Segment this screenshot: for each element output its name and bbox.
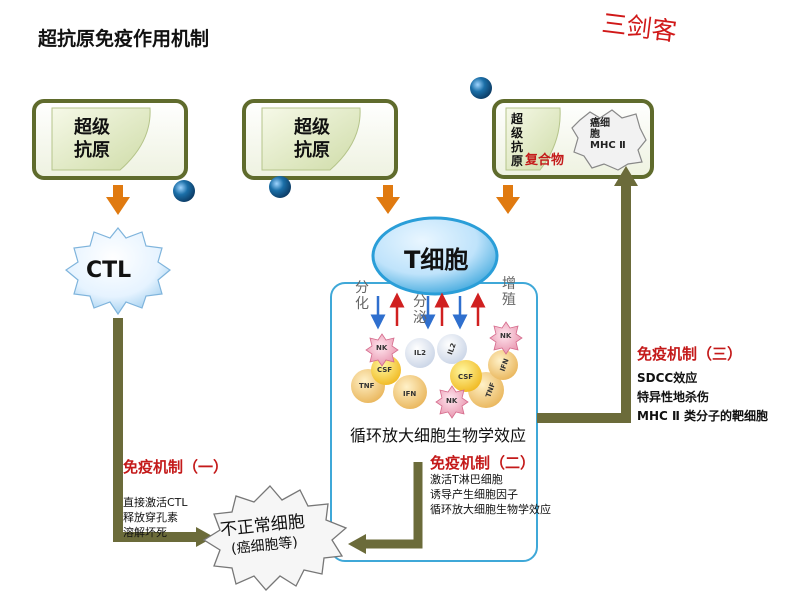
superantigen-1-line2: 抗原 <box>74 140 110 161</box>
mechanism-3-items: SDCC效应 特异性地杀伤 MHC Ⅱ 类分子的靶细胞 <box>637 369 768 426</box>
mechanism2-to-target-path <box>364 462 423 549</box>
complex-superantigen-label: 超 级 抗 <box>511 112 523 154</box>
mechanism-3-item-2: 特异性地杀伤 <box>637 390 710 404</box>
nk-cell-2 <box>489 321 523 355</box>
cytokine-csf-2: CSF <box>458 373 474 381</box>
mechanism3-path <box>537 180 631 423</box>
cytokine-nk-3: NK <box>446 397 458 405</box>
mechanism-2-item-2: 诱导产生细胞因子 <box>430 488 518 501</box>
cytokine-il2-1: IL2 <box>414 349 426 357</box>
superantigen-1-line1: 超级 <box>74 117 110 138</box>
mechanism-3-item-3: MHC Ⅱ 类分子的靶细胞 <box>637 409 769 423</box>
ctl-cell <box>64 227 172 316</box>
complex-sa-last: 原 <box>511 154 524 168</box>
cytokine-cell-il2-2 <box>437 334 467 364</box>
mechanism-1-items: 直接激活CTL 释放穿孔素 溶解坏死 <box>123 495 188 540</box>
mechanism-2-items: 激活T淋巴细胞 诱导产生细胞因子 循环放大细胞生物学效应 <box>430 472 551 517</box>
superantigen-2-line2: 抗原 <box>294 140 330 161</box>
cytokine-nk-1: NK <box>376 344 388 352</box>
superantigen-label-2: 超级 抗原 <box>294 116 330 162</box>
antigen-ball-1 <box>173 180 195 202</box>
mechanism-2-item-1: 激活T淋巴细胞 <box>430 473 503 486</box>
cytokine-tnf-1: TNF <box>359 382 375 390</box>
ctl-path-arrowhead <box>196 527 214 547</box>
mechanism3-arrowhead <box>614 166 638 186</box>
cytokine-cell-csf-1 <box>371 355 401 385</box>
cytokine-csf-1: CSF <box>377 366 393 374</box>
complex-label: 复合物 <box>525 153 565 168</box>
superantigen-label-1: 超级 抗原 <box>74 116 110 162</box>
mhc-line-2: 胞 <box>590 129 600 140</box>
mechanism-3-item-1: SDCC效应 <box>637 371 698 385</box>
page-title: 超抗原免疫作用机制 <box>38 28 210 50</box>
complex-sa-char-3: 抗 <box>511 140 524 154</box>
cytokine-ifn-1: IFN <box>403 390 417 398</box>
cytokine-nk-2: NK <box>500 332 512 340</box>
nk-cell-3 <box>435 385 469 419</box>
mechanism-2-title: 免疫机制（二） <box>430 454 536 472</box>
complex-sa-char-2: 级 <box>511 126 524 140</box>
cancer-cell-shape <box>571 109 647 171</box>
complex-sa-char-1: 超 <box>511 112 524 126</box>
target-cell <box>202 485 348 591</box>
complex-leaf <box>505 107 561 171</box>
nk-cell-1 <box>365 333 399 367</box>
mechanism-2-item-3: 循环放大细胞生物学效应 <box>430 503 551 516</box>
antigen-ball-3 <box>470 77 492 99</box>
mechanism-3-title: 免疫机制（三） <box>637 345 743 363</box>
antigen-ball-2 <box>269 176 291 198</box>
mechanism2-arrowhead <box>348 534 366 554</box>
orange-arrow-2 <box>376 185 400 214</box>
t-cell-label: T细胞 <box>404 246 469 274</box>
mechanism-1-item-2: 释放穿孔素 <box>123 511 178 524</box>
cytokine-cell-il2-1 <box>405 338 435 368</box>
cytokine-cell-ifn-1 <box>393 375 427 409</box>
ctl-label: CTL <box>86 258 132 283</box>
mechanism-1-item-1: 直接激活CTL <box>123 496 188 509</box>
label-secrete: 分泌 <box>413 294 427 326</box>
orange-arrow-1 <box>106 185 130 215</box>
ctl-to-target-path <box>113 318 198 542</box>
mhc-line-3: MHC Ⅱ <box>590 140 626 151</box>
amplify-label: 循环放大细胞生物学效应 <box>350 426 527 445</box>
label-differentiate: 分化 <box>355 280 369 312</box>
cytokine-cell-ifn-2 <box>488 350 518 380</box>
superantigen-2-line1: 超级 <box>294 117 330 138</box>
mechanism-1-item-3: 溶解坏死 <box>123 526 167 539</box>
superantigen-leaf-1 <box>51 107 151 171</box>
mechanism-1-title: 免疫机制（一） <box>123 458 229 476</box>
mhc-line-1: 癌细 <box>590 118 610 129</box>
orange-arrow-3 <box>496 185 520 214</box>
superantigen-leaf-2 <box>261 107 361 171</box>
cytokine-cell-csf-2 <box>450 360 482 392</box>
cancer-mhc-label: 癌细 胞 MHC Ⅱ <box>590 118 626 151</box>
label-proliferate: 增殖 <box>502 276 516 308</box>
